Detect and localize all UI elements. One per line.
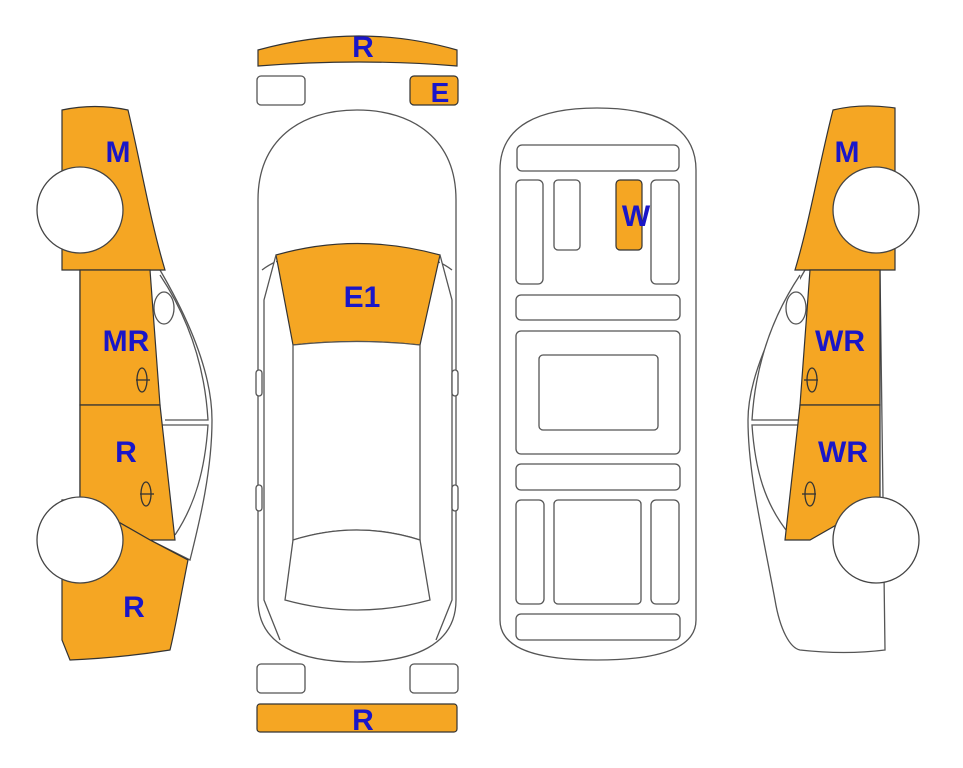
floor-panel-label: W xyxy=(622,200,651,233)
left-fender-label: M xyxy=(106,136,131,169)
rear-view-parts: R xyxy=(256,663,459,737)
center-floor-inner[interactable] xyxy=(538,354,659,431)
taillamp-left[interactable] xyxy=(256,663,306,694)
left-front-wheel[interactable] xyxy=(36,166,124,254)
right-rear-door-handle xyxy=(802,481,816,507)
front-left-well[interactable] xyxy=(553,179,581,251)
left-rear-door-label: R xyxy=(115,436,137,469)
left-rear-wheel[interactable] xyxy=(36,496,124,584)
front-bumper-panel[interactable] xyxy=(257,35,458,67)
left-front-door-label: MR xyxy=(103,325,150,358)
right-side-line xyxy=(435,254,453,641)
right-door-handle-top xyxy=(451,484,459,512)
mid-crossmember[interactable] xyxy=(515,294,681,321)
rear-window[interactable] xyxy=(284,529,431,611)
roof-panel[interactable] xyxy=(292,340,421,541)
rear-bumper-panel[interactable] xyxy=(256,703,458,733)
spare-well[interactable] xyxy=(553,499,642,605)
headlamp-right[interactable] xyxy=(409,75,459,106)
right-rear-door-label: WR xyxy=(818,436,868,469)
left-quarter-label: R xyxy=(123,591,145,624)
headlamp-right-label: E xyxy=(431,77,450,108)
car-top-view: E1 xyxy=(255,109,459,663)
right-mirror[interactable] xyxy=(451,369,459,397)
front-right-rail[interactable] xyxy=(650,179,680,285)
headlamp-left[interactable] xyxy=(256,75,306,106)
right-front-door-handle xyxy=(804,367,818,393)
left-front-door-handle xyxy=(136,367,150,393)
underbody-view: W xyxy=(499,107,697,661)
left-side-mirror[interactable] xyxy=(153,291,175,325)
windshield-label: E1 xyxy=(344,281,381,314)
left-side-line xyxy=(263,254,281,641)
rear-bumper-label: R xyxy=(352,704,374,737)
rear-panel[interactable] xyxy=(515,613,681,641)
taillamp-right[interactable] xyxy=(409,663,459,694)
right-side-mirror[interactable] xyxy=(785,291,807,325)
left-mirror[interactable] xyxy=(255,369,263,397)
front-left-rail[interactable] xyxy=(515,179,544,285)
floor-panel-marked[interactable] xyxy=(615,179,643,251)
rear-left-rail[interactable] xyxy=(515,499,545,605)
left-side-view: M MR R R xyxy=(36,105,213,661)
left-rear-window-line xyxy=(160,424,209,536)
right-fender-label: M xyxy=(835,136,860,169)
front-view-parts: R E xyxy=(256,31,459,108)
right-rear-window-line xyxy=(751,424,800,536)
rear-right-rail[interactable] xyxy=(650,499,680,605)
right-front-door-label: WR xyxy=(815,325,865,358)
front-bumper-label: R xyxy=(352,31,374,64)
left-door-handle-top xyxy=(255,484,263,512)
right-front-wheel[interactable] xyxy=(832,166,920,254)
front-crossmember[interactable] xyxy=(516,144,680,172)
rear-crossmember[interactable] xyxy=(515,463,681,491)
right-rear-wheel[interactable] xyxy=(832,496,920,584)
right-side-view: M WR WR xyxy=(747,105,920,654)
left-rear-door-handle xyxy=(140,481,154,507)
